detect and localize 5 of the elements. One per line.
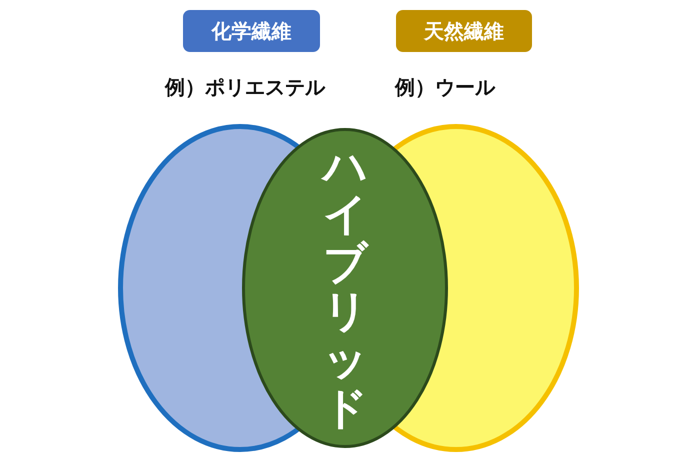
example-label: 例）ウール [395,74,495,101]
category-label: 化学繊維 [183,10,320,52]
category-label: 天然繊維 [396,10,532,52]
example-label: 例）ポリエステル [165,74,325,101]
vertical-label: ハイブリッド [323,142,367,434]
